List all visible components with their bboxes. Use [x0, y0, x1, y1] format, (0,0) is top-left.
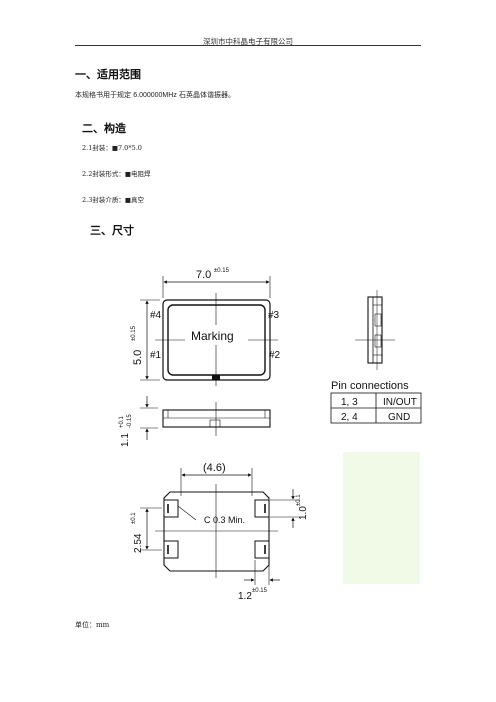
construction-item-medium: 2.3封装介质：■真空	[82, 194, 144, 204]
header-rule	[75, 45, 421, 46]
construction-item-label: 2.1封装：	[82, 144, 112, 152]
scope-text-suffix: 石英晶体谐振器。	[176, 91, 236, 99]
bottom-pad-width-tol: ±0.15	[252, 588, 268, 594]
pin-4-label: #4	[150, 310, 162, 321]
scope-frequency: 6.000000MHz	[133, 92, 177, 99]
note-area	[343, 452, 420, 584]
marking-label: Marking	[191, 329, 234, 343]
construction-item-label: 2.2封装形式：	[82, 170, 125, 178]
top-width-tol: ±0.15	[214, 268, 230, 274]
side-tol-minus: -0.15	[127, 414, 133, 428]
bottom-pad-spacing-dim: 2.54	[133, 533, 144, 553]
unit-note: 单位：mm	[75, 621, 110, 629]
bottom-pad-length-tol: ±0.1	[296, 494, 302, 506]
top-view	[140, 276, 278, 386]
construction-item-label: 2.3封装介质：	[82, 196, 125, 204]
front-side-view	[140, 396, 271, 440]
pin-row-1-pins: 1, 3	[341, 397, 358, 408]
side-tol-plus: +0.1	[119, 415, 125, 428]
scope-heading: 一、适用范围	[75, 68, 141, 81]
bottom-pitch-dim: (4.6)	[203, 462, 226, 474]
construction-item-form: 2.2封装形式：■电阻焊	[82, 168, 151, 178]
top-height-tol: ±0.15	[131, 325, 137, 341]
right-side-view	[355, 290, 395, 370]
construction-item-value: ■电阻焊	[124, 170, 151, 178]
side-thickness-dim: 1.1	[120, 433, 131, 447]
chamfer-label: C 0.3 Min.	[204, 515, 245, 525]
pin-row-1-function: IN/OUT	[383, 397, 417, 408]
construction-item-value: ■7.0*5.0	[111, 144, 142, 152]
pin-connections-table	[330, 392, 422, 424]
bottom-pad-width-dim: 1.2	[238, 591, 252, 602]
scope-text-prefix: 本规格书用于规定	[75, 91, 134, 99]
scope-text: 本规格书用于规定 6.000000MHz 石英晶体谐振器。	[75, 90, 235, 100]
bottom-pad-length-dim: 1.0	[298, 506, 309, 520]
pin-2-label: #2	[269, 350, 281, 361]
company-header: 深圳市中科晶电子有限公司	[203, 37, 293, 46]
pin-connections-title: Pin connections	[331, 380, 409, 392]
construction-item-package: 2.1封装：■7.0*5.0	[82, 142, 142, 152]
pin-1-label: #1	[150, 350, 162, 361]
pin-row-2-function: GND	[388, 412, 410, 423]
bottom-pad-spacing-tol: ±0.1	[131, 512, 137, 524]
pin-3-label: #3	[268, 310, 280, 321]
pin-row-2-pins: 2, 4	[341, 412, 358, 423]
construction-heading: 二、构造	[82, 122, 126, 135]
top-width-dim: 7.0	[196, 269, 211, 281]
dimensions-heading: 三、尺寸	[90, 224, 134, 237]
bottom-view	[140, 468, 300, 585]
top-height-dim: 5.0	[132, 350, 144, 365]
construction-item-value: ■真空	[124, 196, 144, 204]
